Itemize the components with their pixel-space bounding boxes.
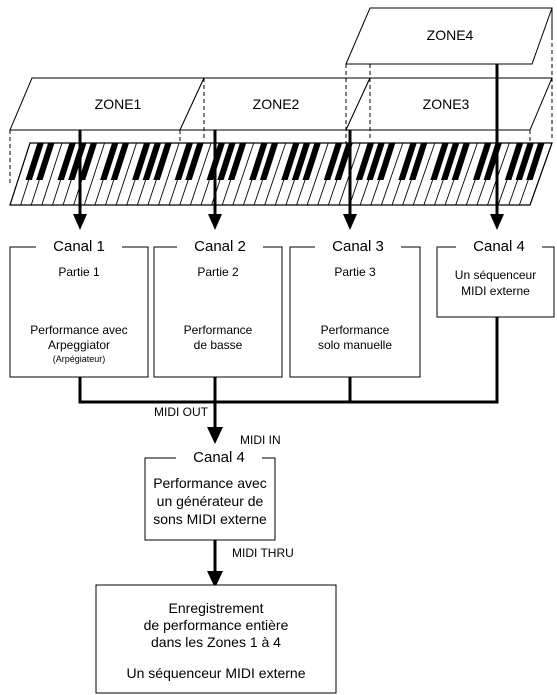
- recorder-line3: dans les Zones 1 à 4: [151, 634, 281, 650]
- zone3-label: ZONE3: [422, 96, 470, 112]
- black-key: [334, 143, 353, 180]
- zone4-panel: [345, 7, 553, 65]
- recorder-line1: Enregistrement: [168, 600, 264, 616]
- black-key: [36, 143, 55, 180]
- channel1-title: Canal 1: [36, 238, 122, 257]
- channel1-part: Partie 1: [58, 265, 100, 279]
- channel3-line2: solo manuelle: [317, 338, 393, 352]
- white-key-edge: [232, 142, 255, 206]
- black-key: [227, 143, 247, 180]
- channel2-title: Canal 2: [177, 238, 263, 257]
- black-key: [526, 143, 545, 180]
- white-key-edge: [529, 142, 553, 206]
- recorder-line4: Un séquenceur MIDI externe: [126, 665, 306, 681]
- black-key: [249, 143, 268, 180]
- black-key: [377, 143, 396, 180]
- black-key: [153, 143, 172, 180]
- black-key: [355, 143, 375, 180]
- black-key: [451, 143, 470, 180]
- midi-merge-lines: [78, 317, 499, 428]
- generator-box: [144, 457, 276, 541]
- black-key: [25, 143, 44, 180]
- black-key: [132, 143, 151, 180]
- zone2-label: ZONE2: [252, 96, 300, 112]
- zone-arrows: [73, 64, 504, 230]
- midi-out-label: MIDI OUT: [154, 405, 208, 419]
- black-key: [142, 143, 162, 180]
- generator-line2: un générateur de: [156, 493, 264, 509]
- midi-in-label: MIDI IN: [240, 433, 281, 447]
- midi-thru-label: MIDI THRU: [232, 546, 294, 560]
- channel3-part: Partie 3: [334, 265, 376, 279]
- channel4-line2: MIDI externe: [461, 284, 530, 298]
- black-key: [110, 143, 130, 180]
- black-key: [57, 143, 76, 180]
- black-key: [398, 143, 417, 180]
- channel2-line1: Performance: [183, 323, 253, 337]
- white-key-edge: [83, 142, 105, 206]
- zone1-label: ZONE1: [94, 96, 142, 112]
- generator-title: Canal 4: [176, 449, 262, 468]
- black-key: [291, 143, 311, 180]
- black-key: [174, 143, 193, 180]
- keyboard: [9, 142, 553, 206]
- recorder-box: [95, 584, 337, 694]
- generator-line3: sons MIDI externe: [153, 511, 267, 527]
- black-key: [504, 143, 524, 180]
- channel2-part: Partie 2: [197, 265, 239, 279]
- white-key-edge: [381, 142, 404, 206]
- channel2-line2: de basse: [193, 338, 243, 352]
- black-key: [217, 143, 236, 180]
- channel4-title: Canal 4: [456, 238, 542, 257]
- black-key: [259, 143, 279, 180]
- black-key: [409, 143, 428, 180]
- black-key: [281, 143, 300, 180]
- recorder-line2: de performance entière: [143, 617, 289, 633]
- white-key-edge: [9, 142, 31, 206]
- white-key-edge: [41, 142, 63, 206]
- white-key-edge: [455, 142, 478, 206]
- channel1-line2: Arpeggiator: [47, 338, 111, 352]
- generator-line1: Performance avec: [153, 475, 267, 491]
- black-key: [185, 143, 204, 180]
- black-key: [440, 143, 460, 180]
- channel-boxes: [9, 246, 555, 378]
- zone4-label: ZONE4: [426, 27, 474, 43]
- white-key-edge: [264, 142, 287, 206]
- black-key: [100, 143, 119, 180]
- white-key-edge: [189, 142, 212, 206]
- midi-out-arrowhead: [207, 427, 223, 444]
- channel1-line3: (Arpégiateur): [52, 354, 106, 364]
- black-key: [302, 143, 321, 180]
- white-key-edge: [158, 142, 180, 206]
- keyboard-black-keys: [25, 143, 545, 180]
- white-key-edge: [412, 142, 436, 206]
- channel3-line1: Performance: [320, 323, 390, 337]
- channel1-line1: Performance avec: [30, 323, 128, 337]
- black-key: [68, 143, 87, 180]
- black-key: [430, 143, 449, 180]
- black-key: [323, 143, 343, 180]
- channel3-title: Canal 3: [315, 238, 401, 257]
- midi-thru-arrow: [207, 540, 223, 588]
- black-key: [78, 143, 98, 180]
- black-key: [472, 143, 492, 180]
- black-key: [515, 143, 534, 180]
- white-key-edge: [306, 142, 329, 206]
- black-key: [366, 143, 385, 180]
- channel4-line1: Un séquenceur: [454, 268, 537, 282]
- white-key-edge: [115, 142, 137, 206]
